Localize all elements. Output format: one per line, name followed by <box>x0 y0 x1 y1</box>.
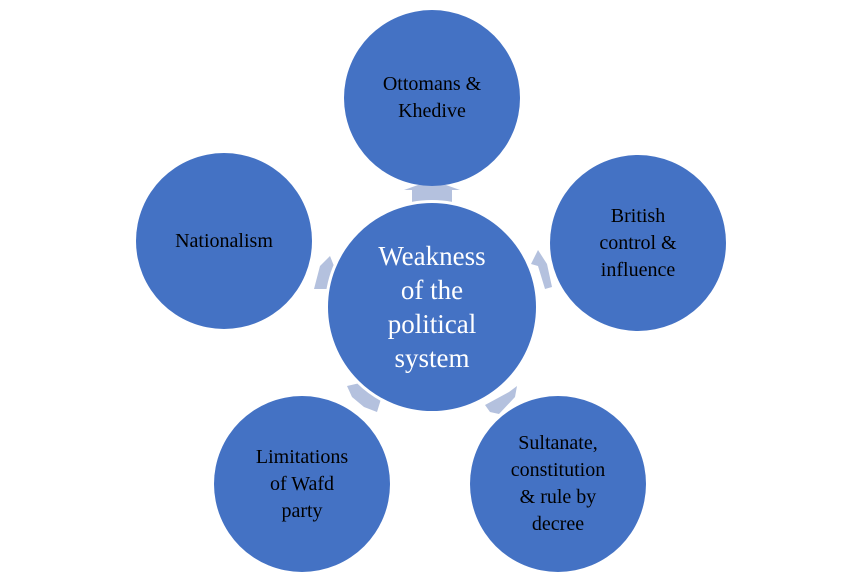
node-center-weakness: Weakness of the political system <box>325 200 539 414</box>
node-ottomans-khedive: Ottomans & Khedive <box>344 10 520 186</box>
node-label: Ottomans & Khedive <box>382 73 482 122</box>
center-label: Weakness of the political system <box>378 241 486 373</box>
node-wafd-limitations: Limitations of Wafd party <box>214 396 390 572</box>
node-british-control: British control & influence <box>550 155 726 331</box>
arrow-to-ottomans <box>404 180 460 203</box>
node-label: Nationalism <box>175 229 273 252</box>
node-label: Sultanate, constitution & rule by decree <box>510 432 606 535</box>
arrow-to-wafd <box>347 383 381 412</box>
node-sultanate: Sultanate, constitution & rule by decree <box>470 396 646 572</box>
node-label: Limitations of Wafd party <box>255 445 349 522</box>
node-label: British control & influence <box>599 204 677 281</box>
arrow-to-sultanate <box>485 386 517 414</box>
arrow-to-british <box>531 250 552 289</box>
node-nationalism: Nationalism <box>136 153 312 329</box>
